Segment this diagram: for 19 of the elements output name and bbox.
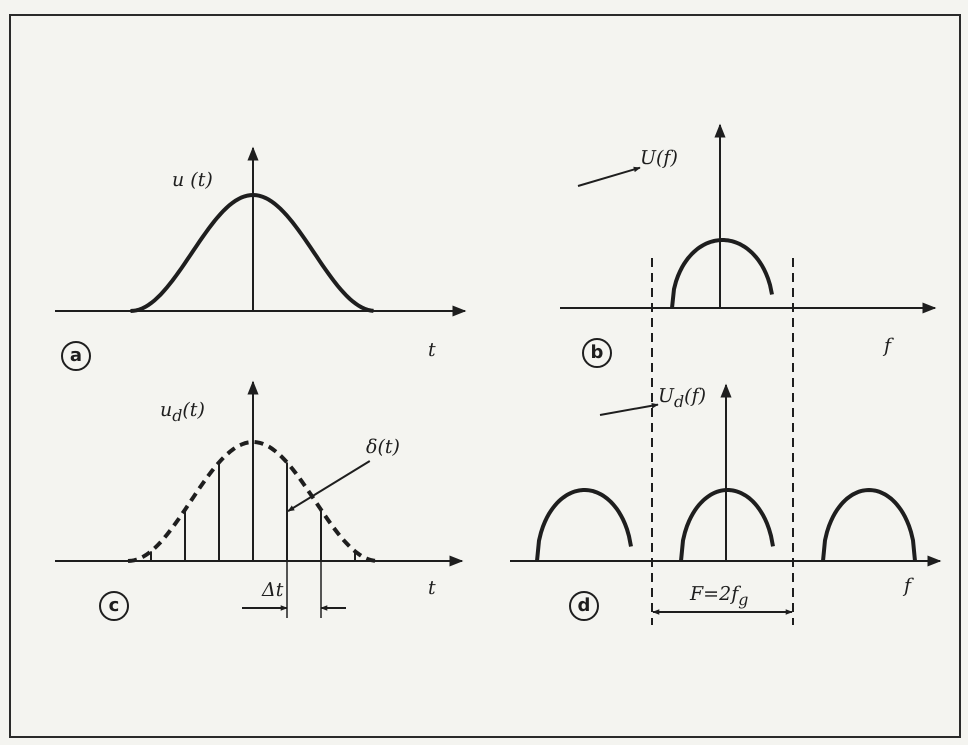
leader-line [287,460,370,512]
axis-label: f [904,574,912,598]
axis-label: t [428,338,436,362]
axis-label: f [884,334,892,358]
arrow [600,402,659,416]
axis-label: u$_{d}$(t) [160,398,205,427]
sample-line [286,462,288,561]
arrow [578,166,641,187]
dimension-label: Δt [262,578,284,602]
axis-label: u (t) [172,168,213,192]
sample-label: δ(t) [366,435,416,461]
spectrum-label: U(f) [640,146,692,174]
panel-letter-circle: a [61,341,91,371]
panel-letter-circle: b [582,338,612,368]
panel-letter-circle: d [569,591,599,621]
panel-letter-circle: c [99,591,129,621]
spectrum-label: U$_{d}$(f) [658,384,720,414]
axis-label: t [428,576,436,600]
dimension-label: F=2f$_{g}$ [690,582,748,611]
